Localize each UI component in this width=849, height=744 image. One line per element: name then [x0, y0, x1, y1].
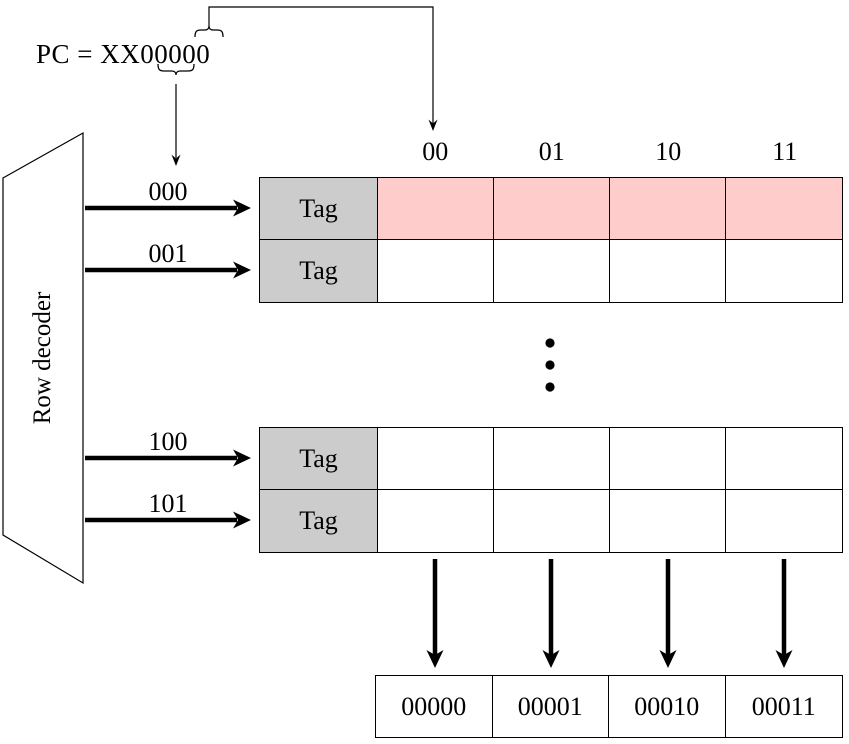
cache-cell: [726, 240, 842, 302]
wordline-arrowhead-000-icon: [233, 199, 251, 217]
output-cell: 00010: [609, 676, 726, 737]
cache-bank-bottom: Tag Tag: [259, 427, 843, 553]
tag-cell: Tag: [260, 428, 378, 490]
cache-cell: [726, 178, 842, 240]
pc-row-bits: 000: [140, 39, 183, 69]
cache-cell: [378, 428, 494, 490]
cache-cell: [610, 490, 726, 552]
cache-cell: [378, 178, 494, 240]
tag-cell: Tag: [260, 178, 378, 240]
column-bits-arrowhead-icon: [428, 119, 438, 131]
cache-bank-top: Tag Tag: [259, 177, 843, 303]
wordline-arrows: [85, 199, 251, 529]
row-decoder-label: Row decoder: [29, 291, 56, 425]
cache-cell: [610, 178, 726, 240]
cache-cell: [378, 240, 494, 302]
column-bits-route-line: [208, 6, 434, 124]
cache-cell: [610, 428, 726, 490]
row-index-label-101: 101: [148, 489, 188, 518]
cache-cell: [494, 428, 610, 490]
output-cell: 00001: [493, 676, 609, 737]
overbrace-icon: [194, 25, 224, 38]
output-cell: 00011: [751, 691, 816, 721]
row-decoder-shape: [2, 131, 84, 585]
output-arrowhead-00-icon: [426, 650, 444, 668]
column-header-10: 10: [655, 137, 682, 166]
cache-cell: [726, 428, 842, 490]
output-cell: 00000: [376, 676, 493, 737]
column-headers: 00 01 10 11: [377, 138, 843, 166]
cache-cell: [494, 178, 610, 240]
pc-address: PC = XX00000: [36, 38, 210, 70]
cache-cell: [726, 490, 842, 552]
cache-cell: [610, 240, 726, 302]
underbrace-icon: [157, 63, 195, 76]
output-row: 00000 00001 00010 00011: [375, 675, 843, 738]
row-index-label-100: 100: [148, 427, 188, 456]
pc-prefix: PC = XX: [36, 39, 141, 69]
row-index-label-000: 000: [148, 177, 188, 206]
column-header-11: 11: [772, 137, 798, 166]
column-output-arrows: [426, 559, 793, 668]
row-index-label-001: 001: [148, 239, 188, 268]
output-arrowhead-01-icon: [542, 650, 560, 668]
output-arrowhead-11-icon: [775, 650, 793, 668]
cache-cell: [494, 490, 610, 552]
cache-cell: [494, 240, 610, 302]
wordline-arrowhead-100-icon: [233, 449, 251, 467]
output-arrowhead-10-icon: [659, 650, 677, 668]
tag-cell: Tag: [260, 240, 378, 302]
pc-col-bits: 00: [182, 39, 211, 69]
tag-cell: Tag: [260, 490, 378, 552]
cache-cell: [378, 490, 494, 552]
wordline-arrowhead-001-icon: [233, 261, 251, 279]
column-header-01: 01: [538, 137, 565, 166]
vertical-ellipsis-icon: [545, 338, 555, 392]
column-header-00: 00: [422, 137, 449, 166]
wordline-arrowhead-101-icon: [233, 511, 251, 529]
row-bits-arrowhead-icon: [171, 154, 181, 166]
